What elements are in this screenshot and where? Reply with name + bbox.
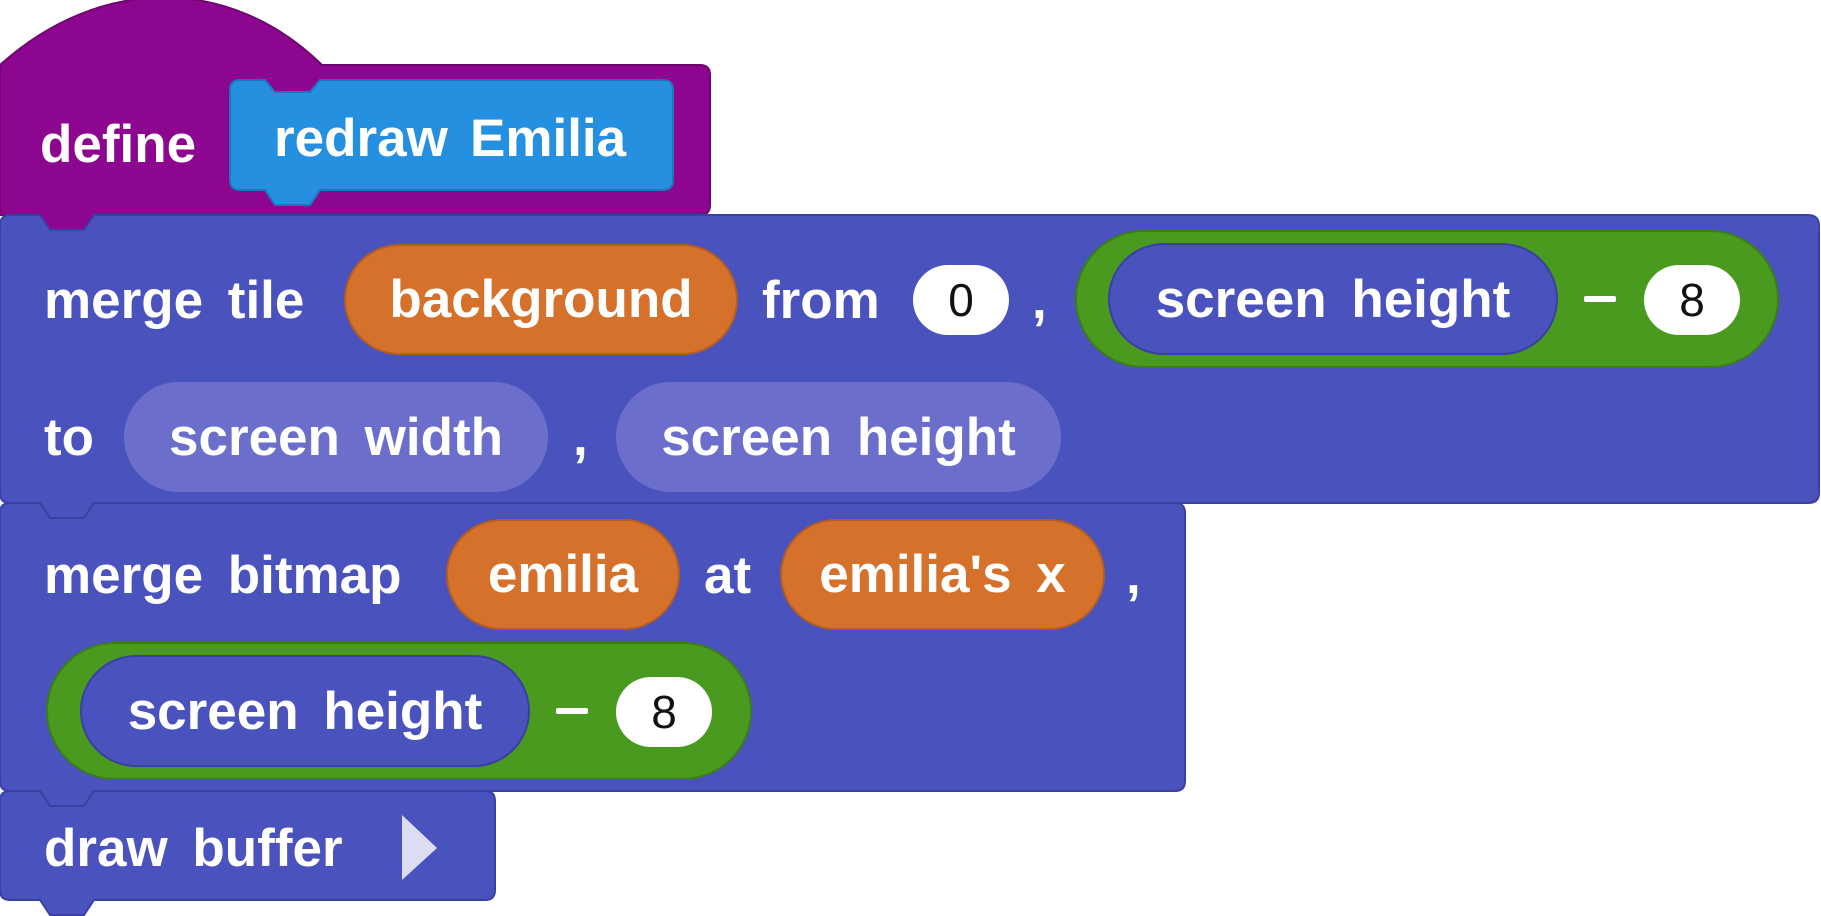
to-x-screen-width-text: screen width (169, 407, 503, 467)
define-call-prototype[interactable] (229, 79, 674, 206)
at-y-screen-height-text: screen height (127, 681, 483, 741)
to-label: to (44, 408, 95, 467)
tile-name-text: background (389, 270, 693, 329)
emilias-x-reporter[interactable]: emilia's x (780, 519, 1105, 630)
merge-tile-label: merge tile (44, 271, 305, 330)
from-y-screen-height-reporter[interactable]: screen height (1108, 243, 1558, 355)
bitmap-name-reporter[interactable]: emilia (446, 519, 680, 630)
at-y-minus-icon (556, 708, 588, 714)
draw-buffer-block-shape (0, 790, 496, 916)
merge-bitmap-label: merge bitmap (44, 546, 402, 605)
from-y-operand-input[interactable]: 8 (1644, 265, 1740, 335)
from-label: from (762, 271, 880, 330)
to-y-screen-height-reporter[interactable]: screen height (616, 382, 1061, 492)
bitmap-name-text: emilia (487, 545, 639, 604)
comma-3: , (1126, 546, 1141, 605)
at-label: at (704, 546, 752, 605)
define-keyword: define (40, 115, 197, 174)
from-y-screen-height-text: screen height (1155, 269, 1511, 329)
tile-name-reporter[interactable]: background (344, 244, 738, 355)
to-y-screen-height-text: screen height (661, 407, 1016, 467)
from-y-minus-icon (1584, 296, 1616, 302)
comma-2: , (573, 408, 588, 467)
at-y-screen-height-reporter[interactable]: screen height (80, 655, 530, 767)
play-triangle-icon[interactable] (402, 815, 437, 880)
call-arg[interactable]: Emilia (470, 109, 627, 168)
comma-1: , (1032, 271, 1047, 330)
to-x-screen-width-reporter[interactable]: screen width (124, 382, 548, 492)
draw-buffer-label: draw buffer (44, 819, 343, 878)
from-x-input[interactable]: 0 (913, 265, 1009, 335)
at-y-operand-input[interactable]: 8 (616, 677, 712, 747)
call-name[interactable]: redraw (274, 109, 448, 168)
emilias-x-text: emilia's x (819, 545, 1066, 604)
